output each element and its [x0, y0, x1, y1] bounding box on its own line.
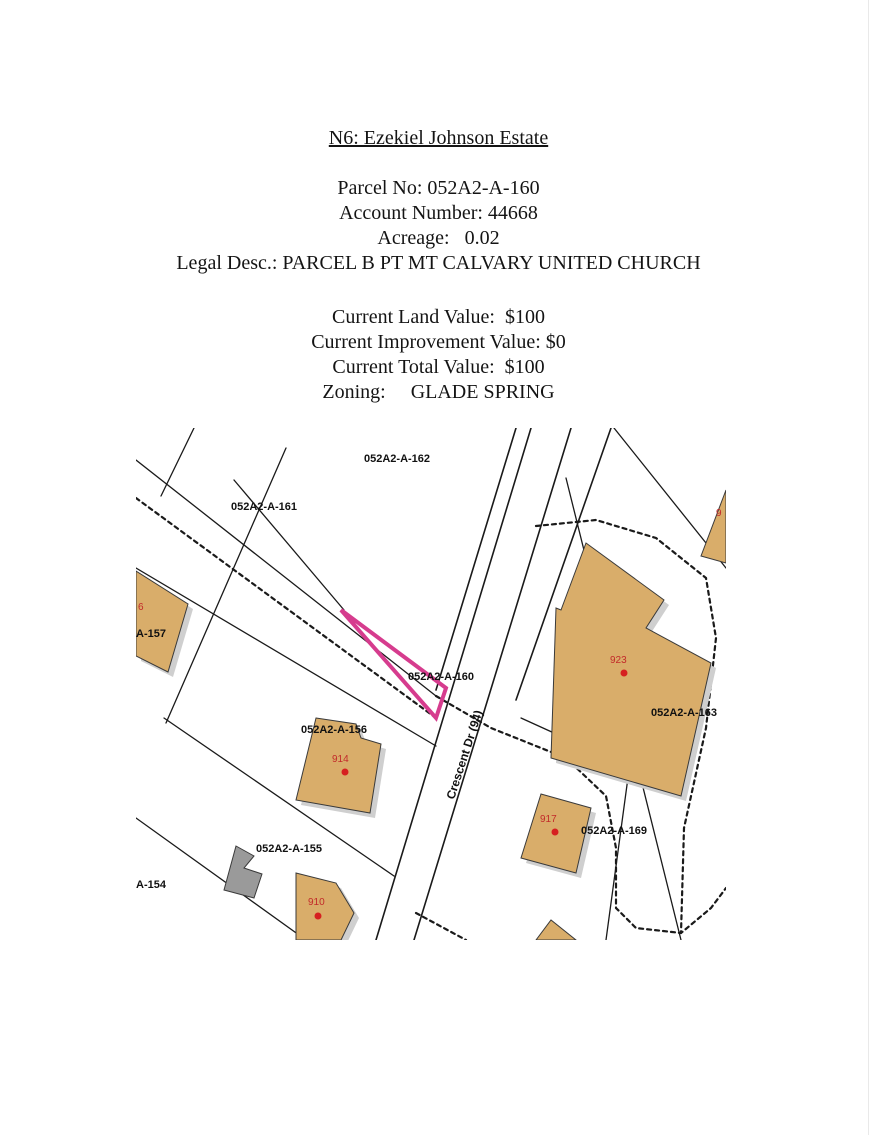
label-parcel-155: 052A2-A-155 [256, 843, 322, 855]
dashed-line-west [136, 496, 438, 720]
total-value: Current Total Value: $100 [332, 356, 545, 378]
label-parcel-157: A-157 [136, 628, 166, 640]
parcel-map-svg: 052A2-A-162 052A2-A-161 052A2-A-160 052A… [136, 428, 726, 940]
road-line-left [375, 428, 532, 940]
boundary-161-east [233, 479, 345, 611]
dashed-line-east [534, 518, 718, 935]
address-dot-910 [314, 912, 322, 920]
address-label-910: 910 [308, 897, 325, 908]
account-number: Account Number: 44668 [339, 202, 538, 224]
boundary-162-west [160, 428, 195, 497]
boundary-156-north [136, 567, 437, 747]
address-dot-923 [620, 669, 628, 677]
legal-description: Legal Desc.: PARCEL B PT MT CALVARY UNIT… [176, 252, 701, 274]
boundary-156-west [165, 447, 287, 724]
label-cut-9: 9 [716, 508, 722, 519]
road-row-line-west [435, 428, 517, 691]
building-914 [295, 717, 382, 814]
shed-155 [223, 845, 263, 899]
road-line-right [413, 428, 572, 940]
address-label-917: 917 [540, 814, 557, 825]
boundary-161-south [136, 459, 437, 697]
address-dot-917 [551, 828, 559, 836]
road-row-line-east [515, 428, 612, 701]
dashed-boundaries [136, 496, 726, 940]
building-cut-south [535, 919, 577, 940]
scan-edge-line [868, 0, 869, 1135]
acreage: Acreage: 0.02 [377, 227, 500, 249]
boundary-154-north [136, 817, 307, 940]
dashed-line-south [434, 694, 726, 935]
label-parcel-156: 052A2-A-156 [301, 724, 367, 736]
label-parcel-160: 052A2-A-160 [408, 671, 474, 683]
label-parcel-154: A-154 [136, 879, 167, 891]
address-dot-914 [341, 768, 349, 776]
land-value: Current Land Value: $100 [332, 306, 545, 328]
road-lines [375, 428, 612, 940]
dashed-line-bottom [414, 911, 468, 940]
zoning: Zoning: GLADE SPRING [322, 381, 555, 403]
label-parcel-163: 052A2-A-163 [651, 707, 717, 719]
label-parcel-161: 052A2-A-161 [231, 501, 297, 513]
buildings [136, 489, 726, 940]
address-dots [314, 669, 628, 920]
parcel-map: 052A2-A-162 052A2-A-161 052A2-A-160 052A… [136, 428, 726, 940]
page-title: N6: Ezekiel Johnson Estate [328, 127, 549, 149]
building-923 [550, 542, 712, 797]
building-cut-east [700, 489, 726, 564]
label-parcel-162: 052A2-A-162 [364, 453, 430, 465]
building-157 [136, 570, 189, 673]
boundary-155-north [163, 717, 395, 877]
subject-parcel-highlight [339, 608, 449, 722]
parcel-info: Parcel No: 052A2-A-160 Account Number: 4… [0, 176, 877, 276]
valuation-info: Current Land Value: $100 Current Improve… [0, 305, 877, 405]
improvement-value: Current Improvement Value: $0 [311, 331, 566, 353]
building-910 [295, 872, 355, 940]
address-label-914: 914 [332, 754, 349, 765]
label-cut-6: 6 [138, 602, 144, 613]
parcel-number: Parcel No: 052A2-A-160 [337, 177, 540, 199]
address-label-923: 923 [610, 655, 627, 666]
label-parcel-169: 052A2-A-169 [581, 825, 647, 837]
